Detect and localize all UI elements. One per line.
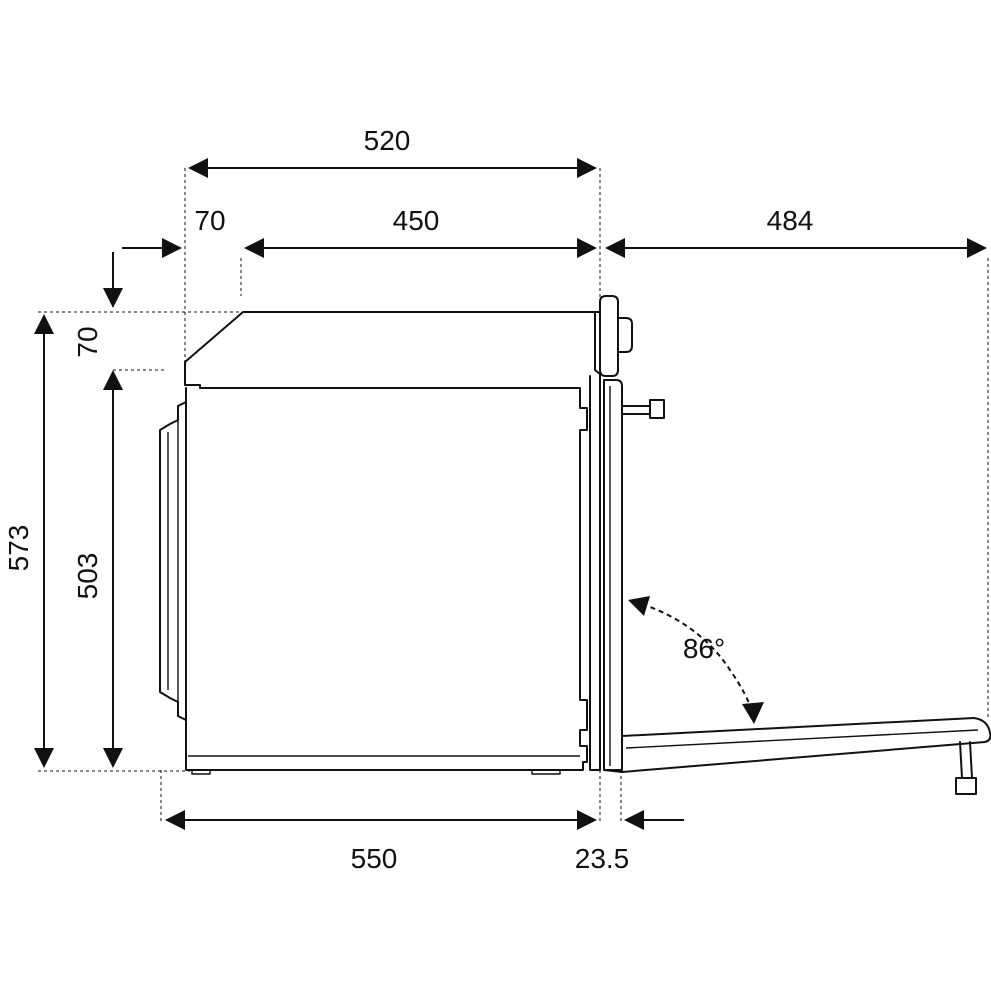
- arrow-door-thickness: [624, 810, 644, 830]
- label-top-offset: 70: [72, 326, 103, 357]
- label-body-depth: 450: [393, 205, 440, 236]
- rear-fan-inner: [167, 420, 179, 702]
- arrow-angle-start: [628, 596, 650, 616]
- door-handle: [621, 399, 665, 419]
- arrow-niche-depth-right: [577, 810, 597, 830]
- label-total-depth: 520: [364, 125, 411, 156]
- front-frame: [589, 311, 601, 771]
- label-inner-height: 503: [72, 553, 103, 600]
- arrow-body-depth-left: [244, 238, 264, 258]
- control-knob: [617, 317, 633, 353]
- label-total-height: 573: [3, 525, 34, 572]
- label-door-thickness: 23.5: [575, 843, 630, 874]
- control-panel: [599, 295, 619, 377]
- angle-arc: [641, 603, 753, 713]
- arrow-top-offset-down: [103, 288, 123, 308]
- dimension-labels: 520 70 450 484 70 573 503 550 23.5 86°: [3, 125, 813, 874]
- label-front-recess: 70: [194, 205, 225, 236]
- arrow-inner-height-down: [103, 748, 123, 768]
- opened-door-inner-line: [625, 729, 979, 749]
- label-niche-depth: 550: [351, 843, 398, 874]
- label-door-open-extent: 484: [767, 205, 814, 236]
- arrow-door-open-right: [967, 238, 987, 258]
- oven-cavity-outline: [184, 361, 588, 771]
- oven-body: [159, 295, 665, 775]
- oven-door: [603, 379, 623, 771]
- arrow-door-open-left: [605, 238, 625, 258]
- label-door-angle: 86°: [683, 633, 725, 664]
- arrow-body-depth-right: [577, 238, 597, 258]
- arrow-total-depth-right: [577, 158, 597, 178]
- arrow-angle-end: [742, 702, 764, 724]
- dimension-lines: [34, 158, 987, 830]
- arrow-total-depth-left: [188, 158, 208, 178]
- arrow-total-height-up: [34, 314, 54, 334]
- opened-door: [603, 717, 991, 795]
- rear-fan-housing: [159, 401, 187, 721]
- opened-door-panel: [603, 717, 991, 773]
- oven-top-cover: [184, 311, 601, 363]
- oven-feet: [191, 770, 561, 775]
- arrow-niche-depth-left: [165, 810, 185, 830]
- arrow-total-height-down: [34, 748, 54, 768]
- opened-door-handle: [955, 741, 977, 795]
- arrow-front-recess: [162, 238, 182, 258]
- extension-lines: [38, 168, 989, 822]
